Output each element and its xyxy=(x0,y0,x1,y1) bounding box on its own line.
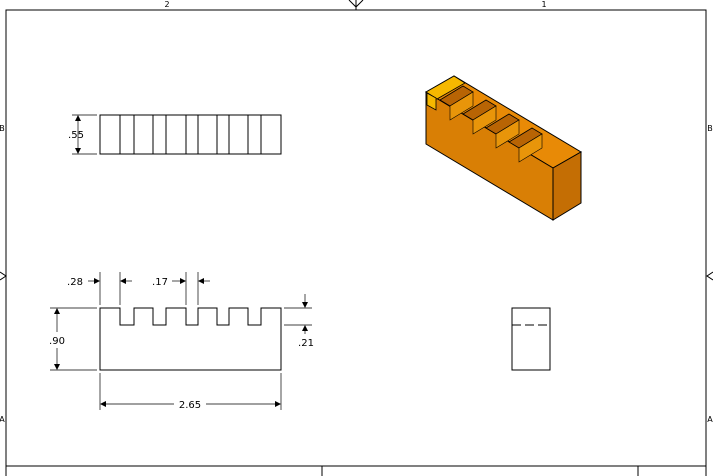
center-mark-right xyxy=(706,271,713,281)
dim-slot-depth-label: .21 xyxy=(298,338,314,349)
center-mark-left xyxy=(0,271,7,281)
side-view xyxy=(511,307,551,371)
dim-front-length-label: 2.65 xyxy=(179,400,201,411)
dim-first-slot-offset xyxy=(88,272,132,305)
dim-front-length xyxy=(99,373,282,410)
isometric-view xyxy=(425,75,582,221)
dim-first-slot-offset-label: .28 xyxy=(67,277,83,288)
dim-top-height xyxy=(72,114,97,155)
dim-slot-width xyxy=(172,272,210,305)
dim-front-height-label: .90 xyxy=(49,336,65,347)
zone-label-left-lower: A xyxy=(0,415,5,424)
top-view xyxy=(99,114,282,155)
dim-front-height xyxy=(50,307,97,371)
zone-label-right-upper: B xyxy=(707,124,713,133)
front-view xyxy=(99,307,282,371)
zone-label-top-left: 2 xyxy=(164,0,169,9)
sheet-border xyxy=(5,9,707,476)
zone-label-left-upper: B xyxy=(0,124,5,133)
dim-slot-width-label: .17 xyxy=(152,277,168,288)
center-mark-top xyxy=(348,0,364,10)
dim-slot-depth xyxy=(284,294,312,334)
dim-top-height-label: .55 xyxy=(68,130,84,141)
zone-label-top-right: 1 xyxy=(541,0,546,9)
zone-label-right-lower: A xyxy=(707,415,713,424)
